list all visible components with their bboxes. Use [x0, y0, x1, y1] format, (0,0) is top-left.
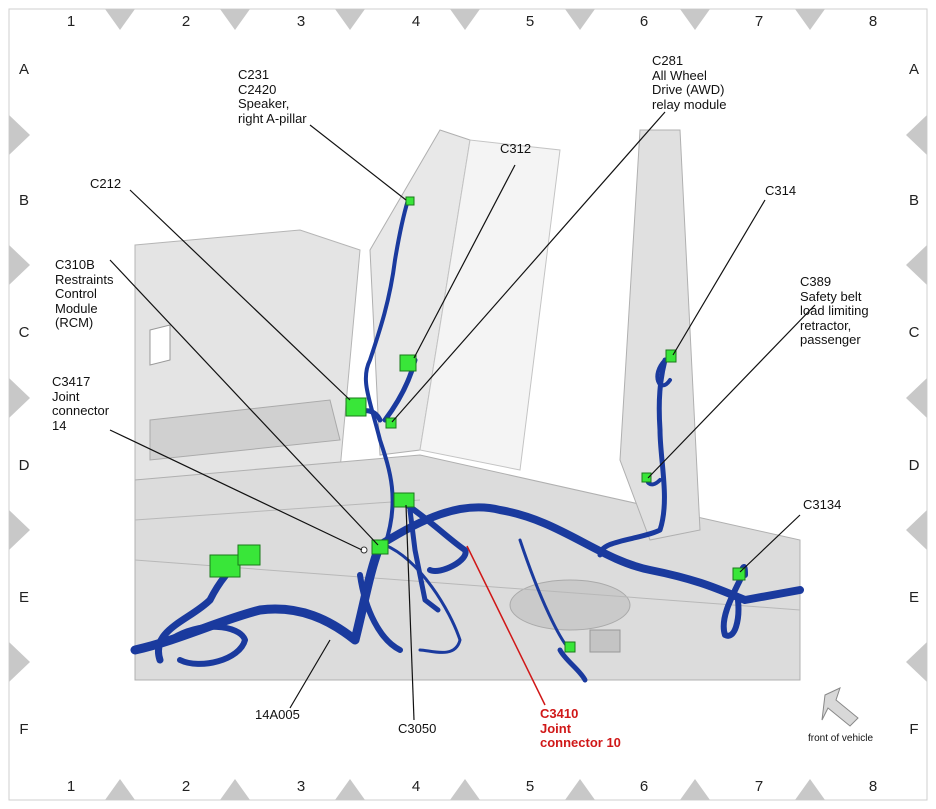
grid-col-7-top: 7: [754, 13, 764, 30]
connector-floor: [564, 641, 576, 653]
callout-c3134: C3134: [803, 497, 842, 513]
grid-col-8-bottom: 8: [868, 778, 878, 795]
label-c2420: C2420: [238, 81, 277, 97]
leader-lines: [109, 111, 816, 721]
grid-col-7-bottom: 7: [754, 778, 764, 795]
callout-harness: 14A005: [255, 707, 300, 723]
label-rcm-2: Control: [55, 286, 97, 301]
connector-c3050: [393, 492, 415, 508]
label-c281: C281: [652, 53, 684, 68]
grid-col-1-top: 1: [66, 13, 76, 30]
label-c3417: C3417: [52, 374, 91, 389]
harness-wires: [130, 198, 804, 683]
label-c3050: C3050: [398, 721, 437, 736]
label-c312: C312: [500, 141, 532, 156]
grid-col-1-bottom: 1: [66, 778, 76, 795]
connector-left-b: [237, 544, 261, 566]
grid-col-4-bottom: 4: [411, 778, 421, 795]
label-joint14-2: connector: [52, 403, 110, 418]
grid-col-3-bottom: 3: [296, 778, 306, 795]
grid-col-4-top: 4: [411, 13, 421, 30]
label-14a005: 14A005: [255, 707, 300, 722]
grid-row-c-left: C: [18, 324, 30, 341]
grid-row-f-left: F: [19, 721, 29, 738]
connector-c389: [641, 472, 652, 483]
grid-row-f-right: F: [909, 721, 919, 738]
label-c3134: C3134: [803, 497, 842, 512]
connectors: [209, 196, 746, 653]
border-markers: [9, 9, 927, 800]
label-speaker: Speaker,: [238, 96, 290, 111]
label-c231: C231: [238, 67, 270, 82]
label-front-of-vehicle: front of vehicle: [808, 733, 874, 744]
connector-c314: [665, 349, 677, 363]
callout-front-of-vehicle: front of vehicle: [808, 732, 873, 747]
grid-row-e-right: E: [908, 589, 919, 606]
connector-left-a: [209, 554, 241, 578]
label-right-a-pillar: right A-pillar: [238, 110, 307, 126]
label-joint14-1: Joint: [52, 388, 80, 404]
grid-row-b-left: B: [18, 192, 29, 209]
label-c3410: C3410: [540, 706, 579, 721]
grid-col-5-top: 5: [525, 13, 535, 30]
label-joint10-1: Joint: [540, 720, 572, 736]
label-awd-3: relay module: [652, 96, 727, 112]
label-c212: C212: [90, 176, 122, 191]
connector-c3134: [732, 567, 746, 581]
grid-row-c-right: C: [908, 324, 920, 341]
callout-c310b: C310B Restraints Control Module (RCM): [55, 257, 114, 331]
vehicle-body: [134, 129, 801, 681]
grid-row-d-right: D: [908, 457, 920, 474]
label-c389: C389: [800, 274, 832, 289]
label-rcm-3: Module: [55, 300, 98, 316]
connector-c310b: [371, 539, 389, 555]
callout-c281: C281 All Wheel Drive (AWD) relay module: [652, 53, 727, 112]
grid-col-8-top: 8: [868, 13, 878, 30]
grid-row-a-right: A: [908, 61, 919, 78]
grid-row-d-left: D: [18, 457, 30, 474]
label-belt-4: passenger: [800, 332, 861, 347]
grid-row-b-right: B: [908, 192, 919, 209]
grid-col-3-top: 3: [296, 13, 306, 30]
callout-c312: C312: [500, 141, 532, 157]
connector-c231: [405, 196, 415, 206]
grid-col-5-bottom: 5: [525, 778, 535, 795]
label-joint14-3: 14: [52, 417, 67, 433]
callout-c212: C212: [90, 176, 122, 192]
callout-c389: C389 Safety belt load limiting retractor…: [800, 274, 869, 348]
leader-c3410: [466, 545, 546, 706]
connector-c312: [399, 354, 417, 372]
grid-col-6-bottom: 6: [639, 778, 649, 795]
grid-col-2-top: 2: [181, 13, 191, 30]
grid-col-2-bottom: 2: [181, 778, 191, 795]
callout-c3417: C3417 Joint connector 14: [52, 374, 110, 433]
label-c314: C314: [765, 183, 797, 198]
grid-row-e-left: E: [18, 589, 29, 606]
label-c310b: C310B: [55, 257, 95, 272]
label-rcm-4: (RCM): [55, 315, 94, 330]
label-belt-2: load limiting: [800, 303, 869, 318]
label-belt-1: Safety belt: [800, 288, 862, 304]
grid-col-6-top: 6: [639, 13, 649, 30]
label-belt-3: retractor,: [800, 317, 852, 333]
label-joint10-2: connector 10: [540, 735, 621, 750]
callout-c3410: C3410 Joint connector 10: [540, 706, 621, 751]
callout-c231: C231 C2420 Speaker, right A-pillar: [238, 67, 307, 126]
front-arrow-icon: [821, 687, 859, 727]
connector-c281: [385, 417, 397, 429]
connector-c212: [345, 397, 367, 417]
callout-c3050: C3050: [398, 721, 437, 737]
grid-row-a-left: A: [18, 61, 29, 78]
label-rcm-1: Restraints: [55, 271, 114, 287]
callout-c314: C314: [765, 183, 797, 199]
label-awd-2: Drive (AWD): [652, 82, 725, 97]
label-awd-1: All Wheel: [652, 67, 707, 83]
